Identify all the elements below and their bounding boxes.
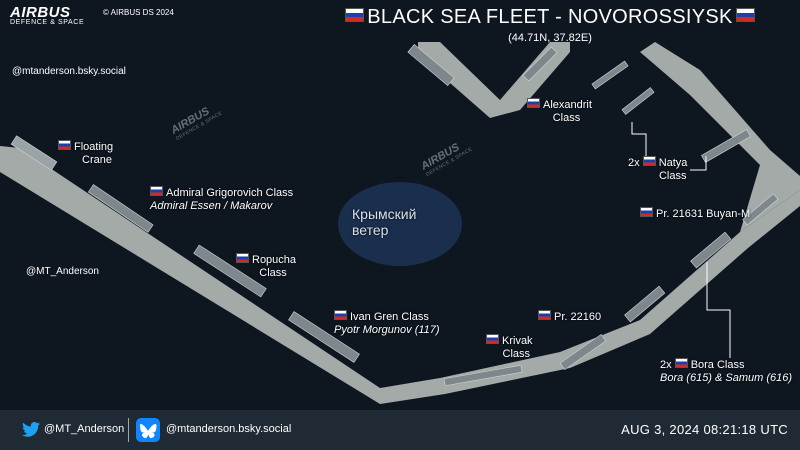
label-krivak: Krivak Class bbox=[486, 334, 533, 361]
label-bora: 2x Bora Class Bora (615) & Samum (616) bbox=[660, 358, 793, 384]
russia-flag-icon bbox=[640, 207, 653, 217]
label-ivan-gren: Ivan Gren Class Pyotr Morgunov (117) bbox=[334, 310, 440, 336]
ship-buyan bbox=[742, 193, 779, 226]
russia-flag-icon bbox=[150, 186, 163, 196]
label-ropucha: Ropucha Class bbox=[236, 253, 296, 280]
airbus-brand-sub: DEFENCE & SPACE bbox=[10, 19, 85, 26]
footer-twitter-handle: @MT_Anderson bbox=[44, 423, 125, 435]
top-v-pier bbox=[418, 42, 570, 118]
twitter-bird-icon bbox=[22, 422, 40, 437]
capture-timestamp: AUG 3, 2024 08:21:18 UTC bbox=[621, 422, 788, 437]
footer-divider bbox=[128, 418, 129, 442]
ship-bora-2 bbox=[690, 231, 732, 269]
label-natya: 2x Natya Class bbox=[628, 156, 688, 182]
harbor-satellite-scene bbox=[0, 42, 800, 404]
krymsky-veter-logo-text: Крымский ветер bbox=[352, 206, 417, 238]
bora-callout-line bbox=[706, 262, 731, 358]
russia-flag-icon bbox=[486, 334, 499, 344]
twitter-handle-watermark: @MT_Anderson bbox=[26, 266, 99, 277]
natya-callout-line bbox=[631, 122, 647, 156]
ship-top-pier-2 bbox=[522, 46, 558, 82]
ship-alexandrit-1 bbox=[591, 60, 629, 90]
russia-flag-icon bbox=[345, 8, 365, 22]
ship-top-pier-1 bbox=[407, 44, 455, 86]
russia-flag-icon bbox=[334, 310, 347, 320]
ship-pr22160 bbox=[559, 333, 607, 371]
airbus-brand: AIRBUS bbox=[10, 4, 71, 21]
callout-lines bbox=[631, 122, 731, 358]
image-title: BLACK SEA FLEET - NOVOROSSIYSK bbox=[300, 6, 800, 29]
russia-flag-icon bbox=[236, 253, 249, 263]
russia-flag-icon bbox=[642, 156, 656, 166]
ship-krivak bbox=[443, 364, 523, 387]
russia-flag-icon bbox=[735, 8, 755, 22]
krymsky-veter-logo-shape bbox=[338, 182, 462, 266]
label-alexandrit: Alexandrit Class bbox=[527, 98, 592, 125]
ship-bora-1 bbox=[624, 285, 666, 323]
ship-admiral-1 bbox=[87, 184, 154, 233]
copyright: © AIRBUS DS 2024 bbox=[103, 8, 174, 17]
ne-pier bbox=[640, 42, 800, 232]
label-pr22160: Pr. 22160 bbox=[538, 310, 601, 324]
label-admiral-grigorovich: Admiral Grigorovich Class Admiral Essen … bbox=[150, 186, 294, 212]
russia-flag-icon bbox=[527, 98, 540, 108]
ship-natya bbox=[701, 129, 751, 163]
ship-ropucha bbox=[193, 244, 267, 298]
russia-flag-icon bbox=[58, 140, 71, 150]
bluesky-butterfly-icon bbox=[136, 418, 160, 442]
label-buyan-m: Pr. 21631 Buyan-M bbox=[640, 207, 750, 221]
title-text: BLACK SEA FLEET - NOVOROSSIYSK bbox=[367, 6, 733, 28]
footer-bar: @MT_Anderson @mtanderson.bsky.social AUG… bbox=[0, 410, 800, 450]
footer-bluesky-handle: @mtanderson.bsky.social bbox=[166, 423, 292, 435]
airbus-logo: AIRBUS DEFENCE & SPACE bbox=[10, 4, 84, 26]
bluesky-handle-watermark: @mtanderson.bsky.social bbox=[12, 66, 126, 77]
ships bbox=[10, 44, 779, 387]
ship-alexandrit-2 bbox=[621, 87, 655, 115]
russia-flag-icon bbox=[538, 310, 551, 320]
ship-floating-crane bbox=[10, 135, 58, 171]
coordinates: (44.71N, 37.82E) bbox=[508, 32, 592, 44]
label-floating-crane: Floating Crane bbox=[58, 140, 113, 167]
russia-flag-icon bbox=[674, 358, 688, 368]
ship-ivan-gren bbox=[288, 311, 360, 363]
natya-callout-line-2 bbox=[690, 156, 707, 171]
